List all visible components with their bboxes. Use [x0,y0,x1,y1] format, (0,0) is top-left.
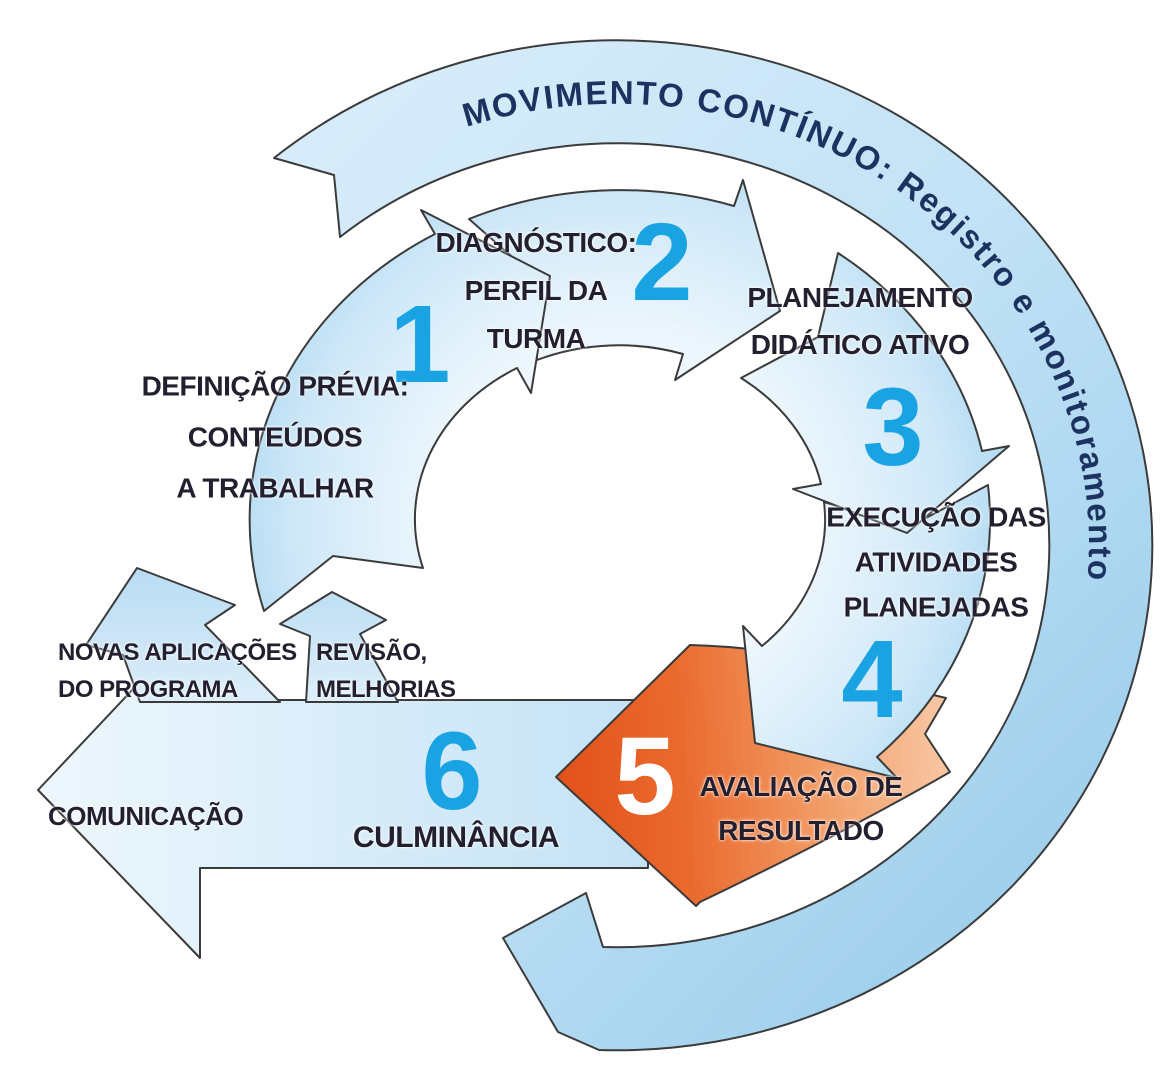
step-1-number: 1 [389,283,451,406]
step-2-label-line: PERFIL DA [464,275,608,306]
comunicacao-label: COMUNICAÇÃO [48,801,244,831]
step-1-label-line: CONTEÚDOS [187,421,363,453]
step-5-label-line: AVALIAÇÃO DE [699,771,903,802]
step-6-label: CULMINÂNCIA [352,814,560,862]
revisao-melhorias-arrow [279,591,399,703]
step-1-arrow [248,209,551,612]
step-5-label: AVALIAÇÃO DE RESULTADO [700,765,903,853]
step-4-arrow [742,484,991,779]
step-3-arrow [740,252,1010,534]
step-3-number: 3 [862,366,924,489]
outer-swoosh-arrow [273,39,1154,1052]
novas-aplicacoes-arrow [85,567,281,703]
step-6-label-line: CULMINÂNCIA [352,821,560,854]
revisao-melhorias-line: REVISÃO, [316,639,427,666]
step-2-label-line: TURMA [486,323,586,354]
step-3-label-line: PLANEJAMENTO [747,282,973,313]
step-4-label-line: PLANEJADAS [843,591,1029,623]
step-2-arrow [468,179,781,381]
step-5-label-line: RESULTADO [718,815,884,846]
step-6-number: 6 [421,710,483,833]
step-1-label: DEFINIÇÃO PRÉVIA: CONTEÚDOS A TRABALHAR [142,361,409,514]
step-1-label-line: A TRABALHAR [176,472,374,504]
step-1-label-line: DEFINIÇÃO PRÉVIA: [141,370,409,402]
novas-aplicacoes-line: NOVAS APLICAÇÕES [58,639,297,666]
step-2-label: DIAGNÓSTICO: PERFIL DA TURMA [436,219,637,363]
step-4-label-line: EXECUÇÃO DAS [826,501,1046,533]
novas-aplicacoes-line: DO PROGRAMA [58,676,238,703]
step-4-label-line: ATIVIDADES [854,546,1018,578]
novas-aplicacoes-label: NOVAS APLICAÇÕES DO PROGRAMA [58,634,297,708]
step-2-number: 2 [631,201,693,324]
step-3-label-line: DIDÁTICO ATIVO [750,329,970,360]
step-2-label-line: DIAGNÓSTICO: [435,227,637,258]
revisao-melhorias-label: REVISÃO, MELHORIAS [316,634,456,708]
step-4-number: 4 [841,618,903,741]
revisao-melhorias-line: MELHORIAS [316,676,456,703]
step-3-label: PLANEJAMENTO DIDÁTICO ATIVO [747,274,973,368]
step-5-number: 5 [614,715,676,838]
step-4-label: EXECUÇÃO DAS ATIVIDADES PLANEJADAS [826,495,1046,630]
